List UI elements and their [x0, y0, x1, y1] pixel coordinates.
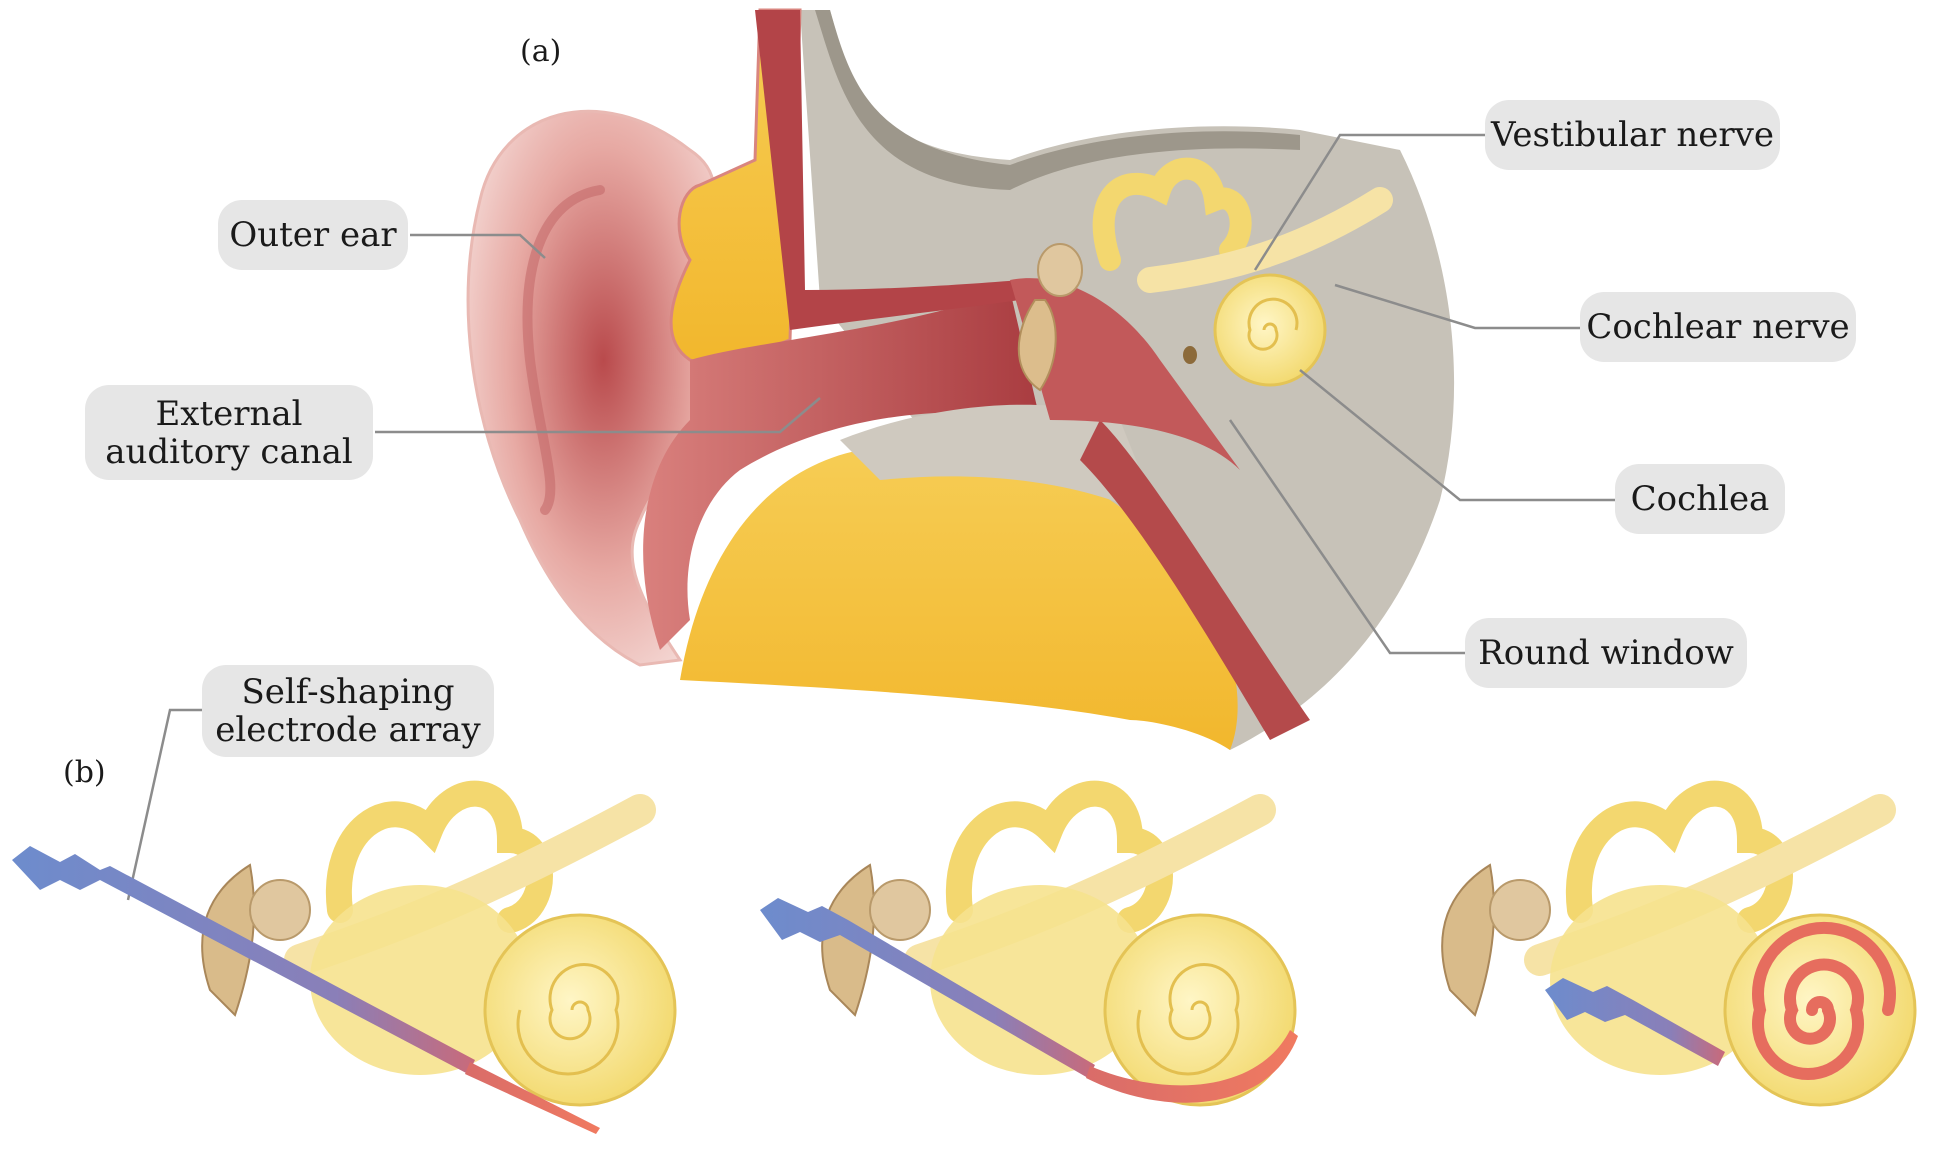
- label-vestibular-nerve-text: Vestibular nerve: [1490, 115, 1774, 155]
- label-round-window-text: Round window: [1478, 633, 1734, 673]
- label-round-window: Round window: [1465, 618, 1747, 688]
- label-external-auditory-canal: External auditory canal: [85, 385, 373, 480]
- leader-external-canal: [375, 397, 821, 434]
- label-outer-ear-text: Outer ear: [229, 215, 397, 255]
- leader-vestibular-nerve: [1253, 133, 1485, 271]
- leader-lines: [126, 133, 1615, 901]
- external-auditory-canal: [643, 290, 1040, 650]
- cochlea-a: [1213, 273, 1327, 387]
- stage2-malleus: [869, 879, 931, 941]
- label-cochlear-nerve: Cochlear nerve: [1580, 292, 1856, 362]
- label-cochlea: Cochlea: [1615, 464, 1785, 534]
- label-vestibular-nerve: Vestibular nerve: [1485, 100, 1780, 170]
- panel-b-letter: (b): [63, 755, 106, 790]
- label-external-canal-line1: External: [155, 393, 303, 434]
- label-electrode-line1: Self-shaping: [241, 672, 455, 712]
- electrode-body-1: [12, 846, 475, 1074]
- ear-cross-section: [466, 8, 1455, 750]
- dura-strip: [755, 10, 1020, 330]
- lower-fat-tissue: [680, 444, 1238, 750]
- leader-cochlear-nerve: [1334, 283, 1580, 330]
- electrode-stage-2: [760, 898, 1298, 1103]
- stage1-vestibule: [310, 885, 530, 1075]
- electrode-stage-3: [1545, 978, 1725, 1066]
- stage1-cochlea-spiral: [516, 963, 620, 1076]
- eardrum: [1017, 299, 1057, 392]
- label-outer-ear: Outer ear: [218, 200, 408, 270]
- label-electrode-line2: electrode array: [215, 710, 481, 750]
- stage3-eardrum: [1441, 863, 1495, 1017]
- bone-dark-layer: [815, 10, 1300, 190]
- cochlea-spiral-a: [1247, 297, 1299, 351]
- insertion-stage-3: [1441, 780, 1917, 1107]
- label-self-shaping-electrode-array: Self-shaping electrode array: [202, 665, 494, 757]
- middle-ear-cavity: [1010, 278, 1240, 470]
- stage1-malleus: [249, 879, 311, 941]
- muscle-band: [1080, 420, 1310, 740]
- insertion-stage-2: [821, 780, 1297, 1107]
- leader-round-window: [1228, 419, 1465, 655]
- leader-cochlea: [1299, 369, 1615, 502]
- electrode-tip-2: [1086, 1030, 1298, 1103]
- label-cochlear-nerve-text: Cochlear nerve: [1586, 307, 1850, 347]
- label-external-canal-line2: auditory canal: [105, 431, 353, 472]
- electrode-tip-1: [465, 1062, 600, 1134]
- stage1-cochlea: [483, 913, 677, 1107]
- stage3-electrode-spiral: [1752, 921, 1896, 1080]
- ossicle-malleus: [1037, 243, 1083, 297]
- insertion-stage-1: [201, 780, 677, 1107]
- panel-a-letter: (a): [520, 34, 562, 69]
- label-cochlea-text: Cochlea: [1630, 479, 1770, 519]
- stage3-vestibule: [1550, 885, 1770, 1075]
- leader-electrode: [126, 708, 202, 901]
- outer-ear-fold: [522, 185, 605, 515]
- electrode-body-3: [1545, 978, 1725, 1066]
- semicircular-canals: [1092, 157, 1252, 271]
- electrode-body-2: [760, 898, 1095, 1078]
- leader-outer-ear: [410, 233, 546, 259]
- lower-bone-plate: [840, 404, 1160, 520]
- electrode-stage-1: [12, 846, 600, 1134]
- stage2-cochlea-spiral: [1136, 963, 1240, 1076]
- stage2-vestibule: [930, 885, 1150, 1075]
- stage3-malleus: [1489, 879, 1551, 941]
- round-window-a: [1183, 346, 1197, 364]
